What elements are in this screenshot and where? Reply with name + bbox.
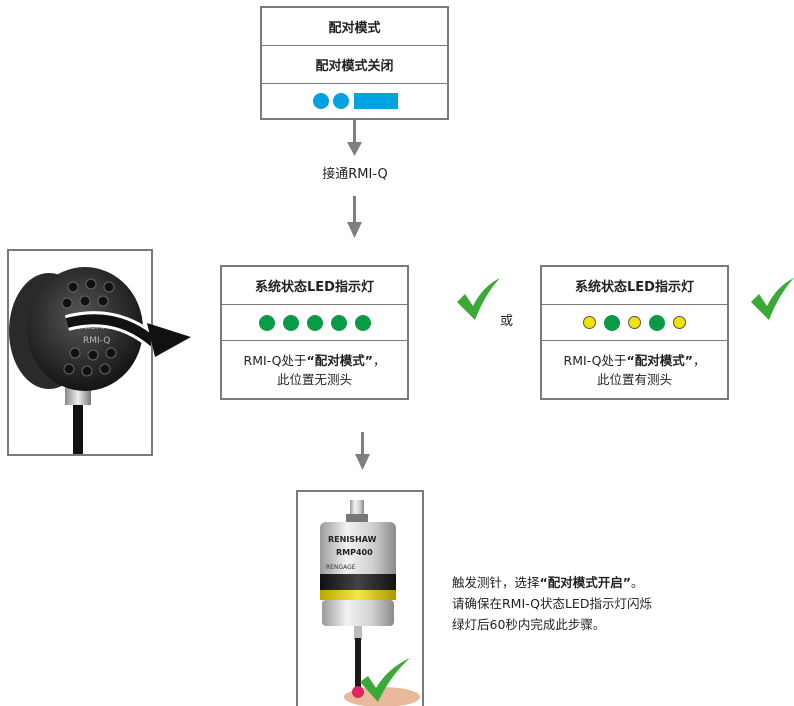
status-description: RMI-Q处于“配对模式”， 此位置无测头 — [222, 341, 407, 389]
desc-line2: 此位置无测头 — [276, 372, 352, 387]
yellow-led-icon — [583, 316, 596, 329]
rmi-q-photo: RENISHAW RMI-Q — [7, 249, 153, 456]
status-panel-with-probe: 系统状态LED指示灯 RMI-Q处于“配对模式”， 此位置有测头 — [540, 265, 729, 400]
checkmark-icon — [457, 278, 500, 320]
led-row — [222, 305, 407, 341]
instruction-line2: 请确保在RMI-Q状态LED指示灯闪烁 — [452, 596, 652, 611]
pairing-mode-state-text: 配对模式关闭 — [315, 59, 394, 74]
status-description: RMI-Q处于“配对模式”， 此位置有测头 — [542, 341, 727, 389]
green-led-icon — [330, 314, 347, 331]
green-led-icon — [354, 314, 371, 331]
yellow-led-icon — [628, 316, 641, 329]
led-row — [542, 305, 727, 341]
rmi-model-text: RMI-Q — [83, 336, 110, 346]
instruction-text: 触发测针，选择“配对模式开启”。 请确保在RMI-Q状态LED指示灯闪烁 绿灯后… — [452, 572, 752, 635]
down-arrow-icon — [347, 120, 362, 156]
probe-model-text: RMP400 — [336, 548, 373, 557]
yellow-led-icon — [673, 316, 686, 329]
instruction-line1-prefix: 触发测针，选择 — [452, 575, 540, 590]
rmp400-probe-photo: RENISHAW RMP400 RENGAGE — [296, 490, 424, 706]
desc-bold: “配对模式” — [626, 353, 693, 368]
status-panel-title: 系统状态LED指示灯 — [222, 267, 407, 305]
status-panel-title-text: 系统状态LED指示灯 — [255, 280, 374, 295]
desc-prefix: RMI-Q处于 — [563, 353, 627, 368]
pairing-mode-title-text: 配对模式 — [328, 21, 381, 36]
status-panel-no-probe: 系统状态LED指示灯 RMI-Q处于“配对模式”， 此位置无测头 — [220, 265, 409, 400]
desc-line2: 此位置有测头 — [596, 372, 672, 387]
green-led-icon — [258, 314, 275, 331]
down-arrow-icon — [347, 196, 362, 238]
pointer-arrow-icon — [147, 323, 191, 357]
blue-led-icon — [313, 93, 329, 109]
instruction-line1-bold: “配对模式开启” — [539, 575, 631, 590]
pairing-mode-box: 配对模式 配对模式关闭 — [260, 6, 449, 120]
instruction-line1-suffix: 。 — [630, 575, 644, 590]
probe-tagline-text: RENGAGE — [326, 564, 356, 571]
step-label: 接通RMI-Q — [322, 167, 388, 182]
status-panel-title-text: 系统状态LED指示灯 — [575, 280, 694, 295]
desc-suffix: ， — [692, 353, 706, 368]
pairing-mode-title: 配对模式 — [262, 8, 447, 46]
instruction-line3: 绿灯后60秒内完成此步骤。 — [452, 617, 606, 632]
green-led-icon — [604, 314, 620, 331]
status-panel-title: 系统状态LED指示灯 — [542, 267, 727, 305]
desc-suffix: ， — [372, 353, 386, 368]
desc-prefix: RMI-Q处于 — [243, 353, 307, 368]
down-arrow-icon — [355, 432, 370, 470]
green-led-icon — [282, 314, 299, 331]
pairing-mode-state: 配对模式关闭 — [262, 46, 447, 84]
green-led-icon — [649, 314, 665, 331]
blue-led-long-icon — [354, 93, 398, 109]
or-label: 或 — [500, 314, 514, 329]
blue-led-icon — [333, 93, 349, 109]
pairing-mode-indicator — [262, 84, 447, 118]
checkmark-icon — [751, 278, 794, 320]
green-led-icon — [306, 314, 323, 331]
probe-brand-text: RENISHAW — [328, 535, 377, 544]
desc-bold: “配对模式” — [306, 353, 373, 368]
